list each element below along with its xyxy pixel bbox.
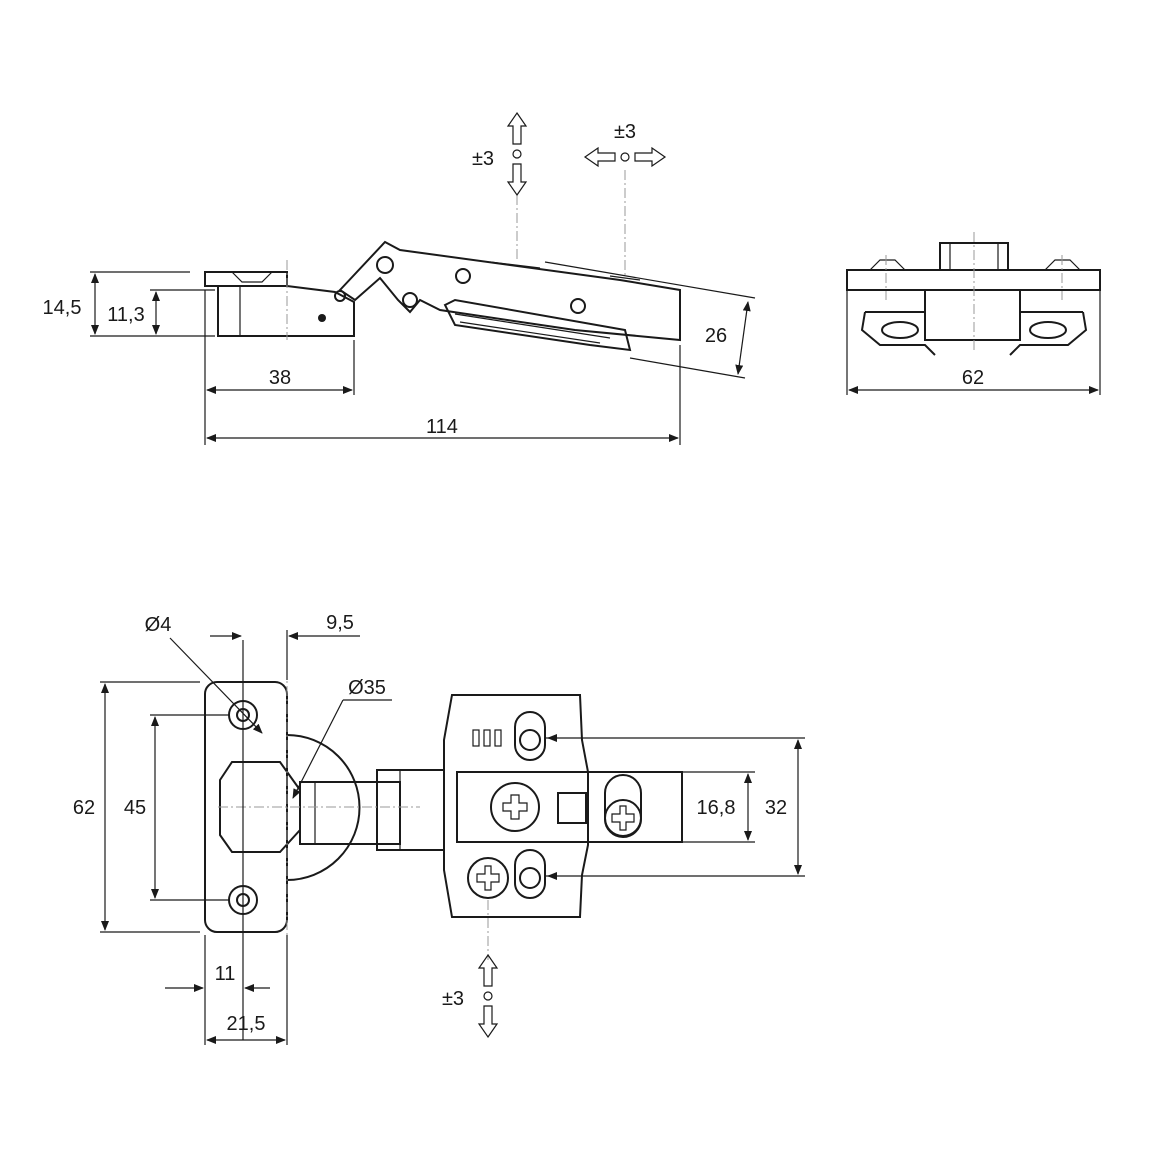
vertical-adjust-arrows-bottom [477, 953, 499, 1039]
adjust-label-top-horizontal: ±3 [614, 121, 636, 143]
dim-26: 26 [705, 325, 727, 347]
side-view: 14,5 11,3 38 114 26 ±3 ±3 [43, 111, 756, 445]
cup-body [217, 285, 355, 337]
dim-9-5: 9,5 [326, 612, 354, 634]
dim-d35: Ø35 [348, 677, 386, 699]
hinge-arm [338, 240, 681, 342]
dim-32: 32 [765, 797, 787, 819]
adjust-label-top-vertical: ±3 [472, 148, 494, 170]
screw-top-slot [519, 729, 541, 751]
screw-bottom-slot [519, 867, 541, 889]
screw-right [604, 774, 642, 838]
screw-center [490, 782, 540, 832]
cup-flange [204, 271, 288, 287]
end-view: 62 [846, 232, 1101, 395]
dim-114: 114 [426, 416, 458, 438]
dim-plan-62: 62 [73, 797, 95, 819]
dim-45: 45 [124, 797, 146, 819]
dim-d4: Ø4 [145, 614, 172, 636]
dim-16-8: 16,8 [697, 797, 736, 819]
screw-bottom-left [467, 857, 509, 899]
dim-38: 38 [269, 367, 291, 389]
dim-end-62: 62 [962, 367, 984, 389]
adjust-label-bottom-vertical: ±3 [442, 988, 464, 1010]
leader-d35 [292, 699, 344, 799]
mounting-plate [443, 694, 589, 918]
arm-body [456, 771, 683, 843]
dim-11: 11 [215, 963, 236, 985]
mounting-plate-side [443, 298, 632, 352]
horizontal-adjust-arrows-top [583, 146, 667, 168]
dim-11-3: 11,3 [107, 304, 144, 326]
vertical-adjust-arrows-top [506, 111, 528, 197]
dim-14-5: 14,5 [43, 297, 82, 319]
end-cup-body [924, 290, 1021, 341]
leader-d4 [169, 637, 263, 734]
cup-circle [286, 734, 361, 881]
dim-line-26 [735, 301, 751, 375]
plan-view: 62 45 9,5 Ø4 Ø35 11 21,5 16,8 32 [73, 612, 805, 1045]
dim-21-5: 21,5 [227, 1013, 266, 1035]
square-hole [557, 792, 587, 824]
